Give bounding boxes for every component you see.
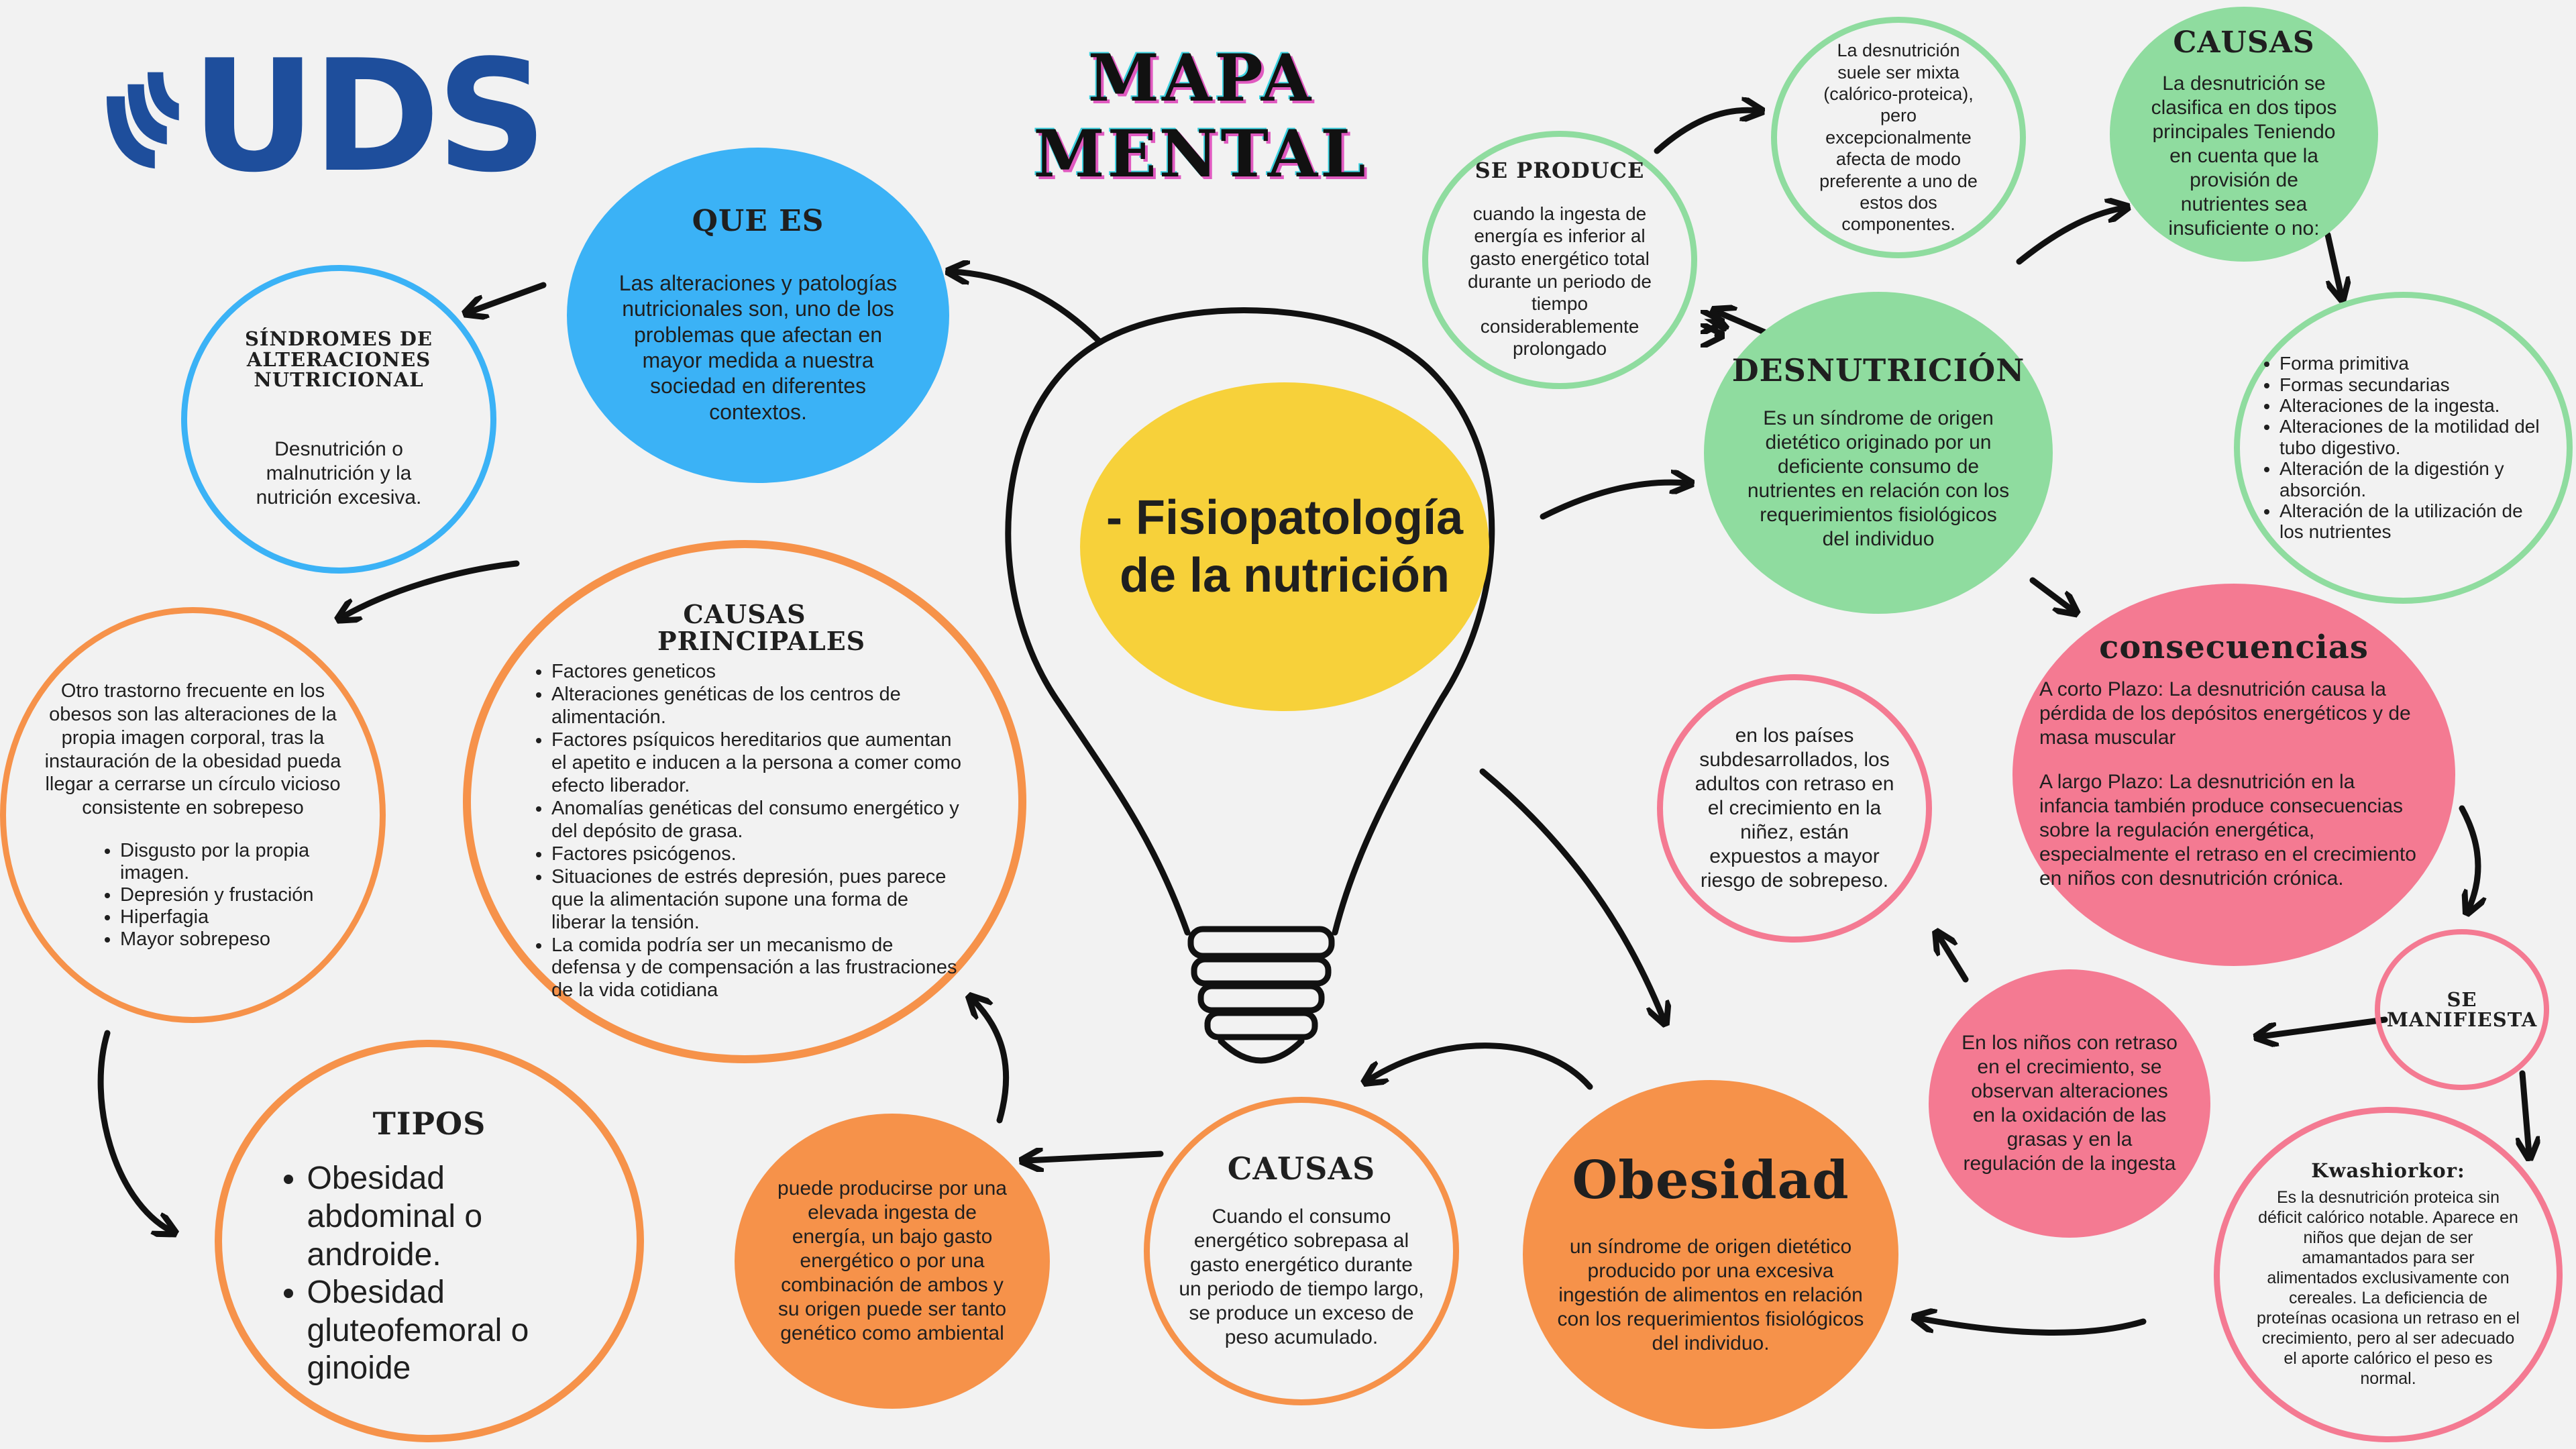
consecuencias-title: consecuencias xyxy=(2099,629,2369,666)
desnutricion-title: DESNUTRICIÓN xyxy=(1731,352,2025,388)
causas-obesidad-node: CAUSAS Cuando el consumo energético sobr… xyxy=(1144,1097,1459,1405)
arrow-to-causas-obesidad xyxy=(1368,1042,1593,1090)
arrow-se-produce-mixta xyxy=(1654,110,1758,154)
arrow-to-sindromes xyxy=(470,282,547,312)
arrow-desnutricion-se-produce xyxy=(1714,322,1727,329)
causas-principales-node: CAUSAS PRINCIPALES Factores geneticos Al… xyxy=(463,540,1026,1063)
se-manifiesta-node: SE MANIFIESTA xyxy=(2375,929,2549,1090)
arrow-kwashiorkor-obesidad xyxy=(1919,1318,2147,1336)
list-item: Alteraciones de la motilidad del tubo di… xyxy=(2279,416,2550,458)
list-item: Anomalías genéticas del consumo energéti… xyxy=(551,798,965,843)
list-item: Situaciones de estrés depresión, pues pa… xyxy=(551,866,965,934)
list-item: Factores psicógenos. xyxy=(551,843,965,866)
kwashiorkor-text: Es la desnutrición proteica sin déficit … xyxy=(2257,1188,2520,1389)
que-es-node: QUE ES Las alteraciones y patologías nut… xyxy=(567,148,949,483)
arrow-to-puede-producirse xyxy=(1026,1154,1164,1161)
puede-producirse-node: puede producirse por una elevada ingesta… xyxy=(735,1114,1050,1409)
consecuencias-p2: A largo Plazo: La desnutrición en la inf… xyxy=(2039,771,2416,890)
paises-node: en los países subdesarrollados, los adul… xyxy=(1657,674,1932,943)
causas-obesidad-text: Cuando el consumo energético sobrepasa a… xyxy=(1179,1205,1424,1349)
arrow-to-desnutricion xyxy=(1540,482,1687,520)
formas-node: Forma primitiva Formas secundarias Alter… xyxy=(2234,292,2573,604)
mixta-node: La desnutrición suele ser mixta (calóric… xyxy=(1771,17,2026,258)
arrow-desnutricion-se-produce2 xyxy=(1717,312,1768,335)
arrow-to-formas xyxy=(2324,231,2341,295)
page-title: MAPA MENTAL xyxy=(1033,40,1368,192)
se-produce-text: cuando la ingesta de energía es inferior… xyxy=(1468,203,1652,360)
arrow-to-kwashiorkor xyxy=(2522,1070,2529,1154)
kwashiorkor-title: Kwashiorkor: xyxy=(2311,1159,2465,1182)
se-produce-node: SE PRODUCE cuando la ingesta de energía … xyxy=(1422,131,1697,389)
mixta-text: La desnutrición suele ser mixta (calóric… xyxy=(1819,40,1978,235)
list-item: La comida podría ser un mecanismo de def… xyxy=(551,934,965,1003)
trastorno-text: Otro trastorno frecuente en los obesos s… xyxy=(44,680,341,819)
list-item: Hiperfagia xyxy=(120,906,353,928)
que-es-text: Las alteraciones y patologías nutriciona… xyxy=(619,270,898,424)
arrow-to-trastorno xyxy=(342,560,520,617)
list-item: Disgusto por la propia imagen. xyxy=(120,840,353,884)
list-item: Obesidad gluteofemoral o ginoide xyxy=(307,1274,589,1388)
list-item: Factores geneticos xyxy=(551,661,965,684)
tipos-list: Obesidad abdominal o androide. Obesidad … xyxy=(270,1160,589,1388)
causas-desnutricion-title: CAUSAS xyxy=(2173,25,2315,60)
list-item: Mayor sobrepeso xyxy=(120,928,353,951)
uds-logo-text: UDS xyxy=(191,28,547,207)
list-item: Factores psíquicos hereditarios que aume… xyxy=(551,729,965,798)
arrow-to-causas-principales xyxy=(973,1000,1010,1124)
se-produce-title: SE PRODUCE xyxy=(1474,158,1645,184)
arrow-ninos-paises xyxy=(1939,936,1969,983)
obesidad-title: Obesidad xyxy=(1572,1150,1849,1212)
list-item: Depresión y frustación xyxy=(120,884,353,906)
list-item: Alteraciones de la ingesta. xyxy=(2279,395,2550,416)
arrow-to-obesidad xyxy=(1479,768,1664,1020)
arrow-to-causas-desnutricion xyxy=(2016,208,2123,265)
arrow-to-consecuencias xyxy=(2029,577,2073,610)
formas-list: Forma primitiva Formas secundarias Alter… xyxy=(2257,353,2550,542)
uds-logo-icon xyxy=(106,72,179,169)
consecuencias-p1: A corto Plazo: La desnutrición causa la … xyxy=(2039,678,2411,749)
list-item: Formas secundarias xyxy=(2279,374,2550,395)
central-topic-line1: - Fisiopatología xyxy=(1106,490,1463,545)
desnutricion-text: Es un síndrome de origen dietético origi… xyxy=(1747,407,2010,551)
tipos-node: TIPOS Obesidad abdominal o androide. Obe… xyxy=(215,1040,644,1442)
causas-principales-title: CAUSAS PRINCIPALES xyxy=(657,598,866,656)
obesidad-node: Obesidad un síndrome de origen dietético… xyxy=(1523,1080,1898,1429)
tipos-title: TIPOS xyxy=(372,1106,486,1142)
list-item: Alteraciones genéticas de los centros de… xyxy=(551,684,965,729)
ninos-node: En los niños con retraso en el crecimien… xyxy=(1929,969,2210,1238)
trastorno-list: Disgusto por la propia imagen. Depresión… xyxy=(33,840,353,951)
desnutricion-node: DESNUTRICIÓN Es un síndrome de origen di… xyxy=(1704,292,2053,614)
list-item: Forma primitiva xyxy=(2279,353,2550,374)
obesidad-text: un síndrome de origen dietético producid… xyxy=(1557,1235,1864,1354)
lightbulb-icon xyxy=(1005,307,1495,1064)
puede-producirse-text: puede producirse por una elevada ingesta… xyxy=(777,1177,1007,1344)
list-item: Obesidad abdominal o androide. xyxy=(307,1160,535,1274)
arrow-to-que-es xyxy=(953,272,1104,345)
arrows xyxy=(97,110,2529,1336)
causas-obesidad-title: CAUSAS xyxy=(1227,1150,1376,1187)
ninos-text: En los niños con retraso en el crecimien… xyxy=(1962,1032,2178,1175)
list-item: Alteración de la digestión y absorción. xyxy=(2279,458,2550,500)
sindromes-node: SÍNDROMES DE ALTERACIONES NUTRICIONAL De… xyxy=(181,265,496,574)
arrow-to-tipos xyxy=(97,1030,171,1231)
causas-desnutricion-text: La desnutrición se clasifica en dos tipo… xyxy=(2151,72,2337,240)
kwashiorkor-node: Kwashiorkor: Es la desnutrición proteica… xyxy=(2214,1107,2563,1442)
causas-desnutricion-node: CAUSAS La desnutrición se clasifica en d… xyxy=(2110,7,2378,262)
arrow-to-ninos xyxy=(2261,1016,2388,1036)
causas-principales-list: Factores geneticos Alteraciones genética… xyxy=(525,661,965,1002)
sindromes-text: Desnutrición o malnutrición y la nutrici… xyxy=(256,437,422,508)
se-manifiesta-title: SE MANIFIESTA xyxy=(2386,987,2538,1031)
paises-text: en los países subdesarrollados, los adul… xyxy=(1695,724,1894,892)
que-es-title: QUE ES xyxy=(692,203,824,238)
central-topic: - Fisiopatología de la nutrición xyxy=(1080,382,1489,711)
arrow-to-se-manifiesta xyxy=(2459,805,2478,909)
list-item: Alteración de la utilización de los nutr… xyxy=(2279,500,2550,543)
central-topic-line2: de la nutrición xyxy=(1119,549,1450,602)
consecuencias-node: consecuencias A corto Plazo: La desnutri… xyxy=(2012,584,2455,966)
sindromes-title: SÍNDROMES DE ALTERACIONES NUTRICIONAL xyxy=(244,327,433,392)
uds-logo: UDS xyxy=(101,40,547,195)
trastorno-node: Otro trastorno frecuente en los obesos s… xyxy=(0,607,386,1023)
